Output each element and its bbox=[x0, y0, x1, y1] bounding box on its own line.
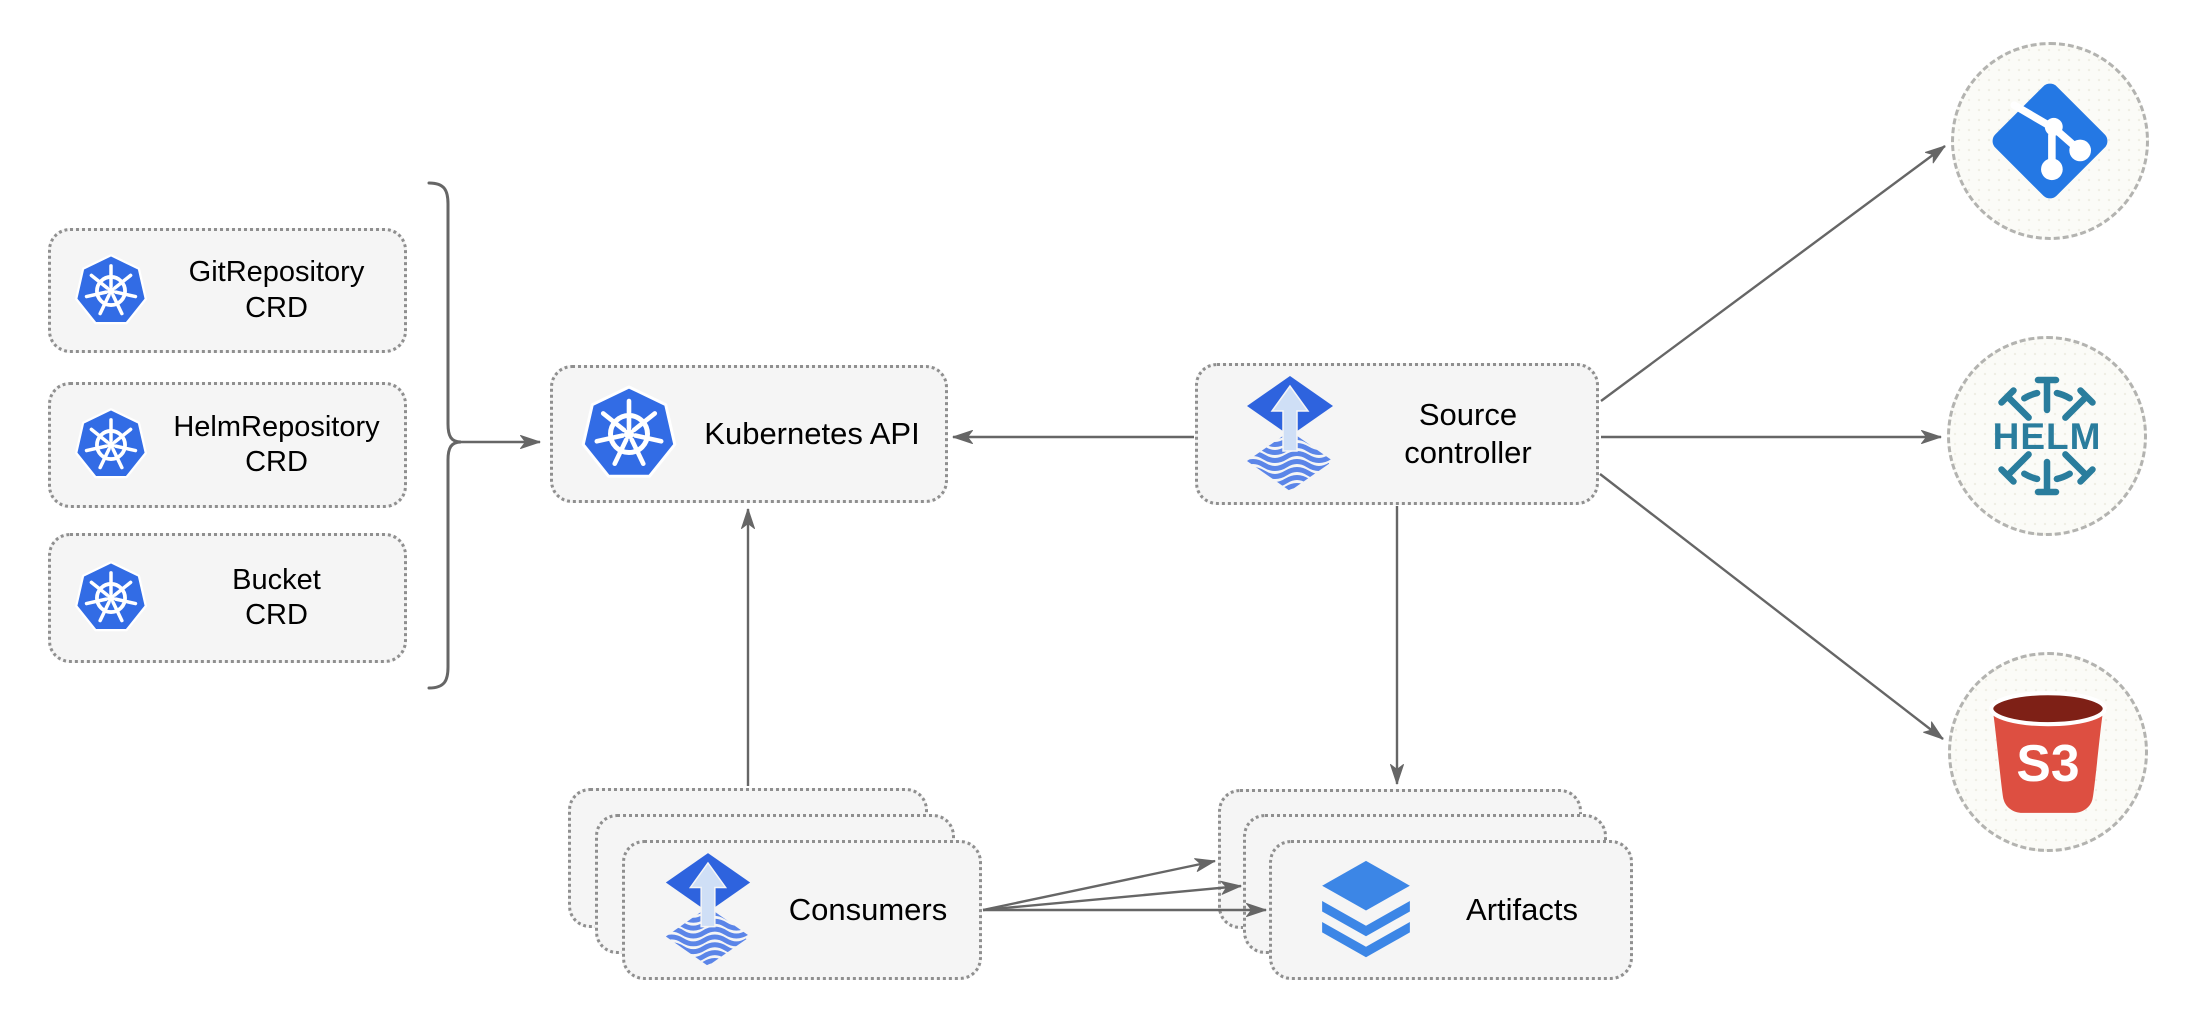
node-label: Consumers bbox=[788, 892, 948, 928]
layers-icon bbox=[1318, 859, 1414, 962]
kubernetes-icon bbox=[73, 560, 149, 636]
kubernetes-icon bbox=[579, 384, 679, 484]
node-artifacts: Artifacts bbox=[1269, 840, 1633, 980]
node-label: Source controller bbox=[1404, 397, 1532, 470]
node-source-controller: Source controller bbox=[1195, 363, 1599, 505]
node-helm-source: HELM bbox=[1947, 336, 2147, 536]
edge-consumers-to-artifacts-1 bbox=[982, 858, 1216, 912]
helm-icon: HELM bbox=[1993, 376, 2102, 496]
edge-source-to-s3 bbox=[1599, 473, 1944, 740]
node-helmrepository-crd: HelmRepository CRD bbox=[48, 382, 407, 508]
edge-consumers-to-artifacts-2 bbox=[982, 880, 1242, 912]
node-git-source bbox=[1951, 42, 2149, 240]
s3-logo-text: S3 bbox=[2016, 734, 2079, 792]
node-label: HelmRepository CRD bbox=[173, 410, 380, 478]
crd-group-bracket bbox=[427, 181, 462, 690]
helm-logo-text: HELM bbox=[1993, 416, 2102, 457]
node-label: GitRepository CRD bbox=[188, 256, 365, 324]
edge-source-to-git bbox=[1600, 145, 1946, 402]
node-label: Bucket CRD bbox=[232, 563, 321, 631]
node-gitrepository-crd: GitRepository CRD bbox=[48, 228, 407, 353]
node-bucket-crd: Bucket CRD bbox=[48, 533, 407, 663]
node-s3-source: S3 bbox=[1948, 652, 2148, 852]
kubernetes-icon bbox=[73, 407, 149, 483]
flux-icon bbox=[659, 852, 757, 968]
node-label: Kubernetes API bbox=[704, 416, 920, 452]
kubernetes-icon bbox=[73, 253, 149, 329]
git-icon bbox=[1992, 83, 2108, 199]
node-label: Artifacts bbox=[1466, 892, 1578, 928]
s3-bucket-icon: S3 bbox=[1989, 691, 2107, 813]
flux-icon bbox=[1240, 375, 1340, 493]
node-kubernetes-api: Kubernetes API bbox=[550, 365, 948, 503]
node-consumers: Consumers bbox=[622, 840, 982, 980]
